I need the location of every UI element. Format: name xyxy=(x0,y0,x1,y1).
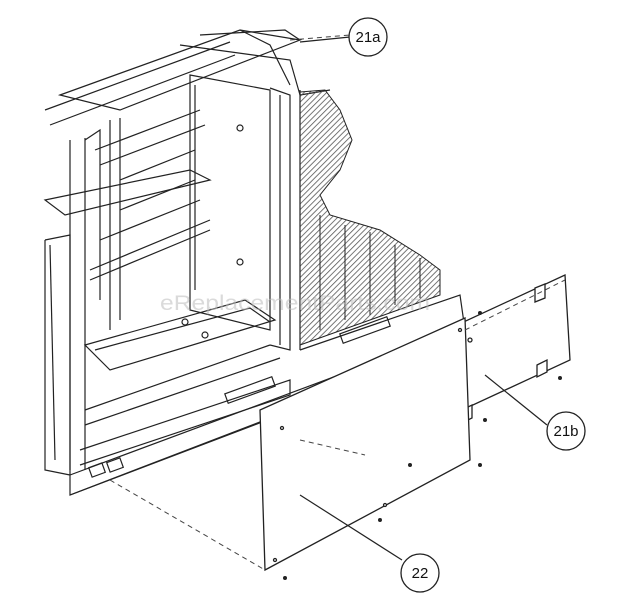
callout-21b-label: 21b xyxy=(553,423,578,440)
watermark: eReplacementParts.com xyxy=(160,292,430,315)
callout-leaders xyxy=(299,36,548,561)
coil-hatch xyxy=(299,89,441,346)
callout-21b: 21b xyxy=(546,411,586,451)
callout-22-label: 22 xyxy=(412,565,429,582)
dash-leaders xyxy=(109,34,566,571)
panel-22 xyxy=(259,317,471,572)
screws xyxy=(283,311,562,580)
callout-22: 22 xyxy=(400,553,440,593)
callout-21a: 21a xyxy=(348,17,388,57)
callout-21a-label: 21a xyxy=(355,29,381,46)
